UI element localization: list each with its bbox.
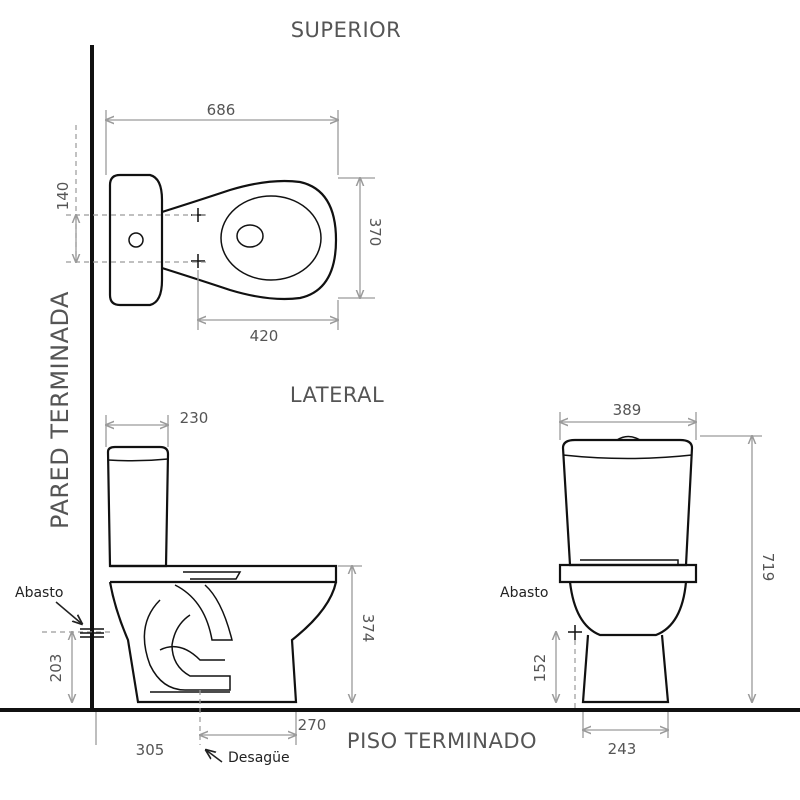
- top-depth-value: 370: [366, 218, 384, 247]
- front-view-drawing: [558, 435, 698, 704]
- supply-label-left: Abasto: [15, 585, 63, 601]
- wall-label: PARED TERMINADA: [46, 291, 74, 529]
- side-tank-value: 230: [180, 409, 209, 427]
- top-bowl-value: 420: [250, 327, 279, 345]
- front-view-dimensions: [556, 412, 762, 738]
- top-view-drawing: [108, 173, 338, 307]
- drain-pointer: [206, 750, 223, 763]
- front-base-value: 243: [608, 740, 637, 758]
- top-view-dimensions: [66, 110, 375, 330]
- side-view-drawing: [106, 445, 338, 704]
- supply-label-right: Abasto: [500, 585, 548, 601]
- side-drain-offset-value: 270: [298, 716, 327, 734]
- front-width-value: 389: [613, 401, 642, 419]
- top-view-title: SUPERIOR: [291, 18, 402, 42]
- side-drain-value: 305: [136, 741, 165, 759]
- front-supply-value: 152: [531, 654, 549, 683]
- top-width-value: 686: [207, 101, 236, 119]
- top-offset-value: 140: [54, 182, 72, 211]
- supply-pipe-side: [55, 601, 104, 638]
- side-height-value: 374: [359, 614, 377, 643]
- drain-label: Desagüe: [228, 750, 290, 766]
- side-supply-value: 203: [47, 654, 65, 683]
- side-view-dimensions: [42, 415, 362, 745]
- front-height-value: 719: [759, 553, 777, 582]
- side-view-title: LATERAL: [290, 383, 384, 407]
- floor-label: PISO TERMINADO: [347, 729, 537, 753]
